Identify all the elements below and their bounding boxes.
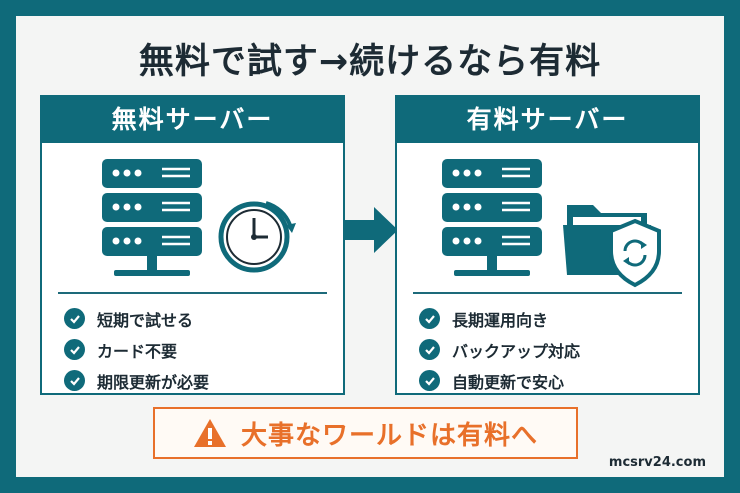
list-item: バックアップ対応: [419, 334, 580, 365]
page-title: 無料で試す→続けるなら有料: [138, 42, 602, 82]
list-item-label: カード不要: [97, 341, 178, 361]
server-icon: [442, 159, 542, 276]
list-item-label: 長期運用向き: [452, 310, 549, 330]
list-item: カード不要: [64, 334, 209, 365]
list-item-label: 自動更新で安心: [452, 372, 565, 392]
list-item: 短期で試せる: [64, 303, 209, 334]
list-item: 期限更新が必要: [64, 365, 209, 396]
server-icon: [102, 159, 202, 276]
shield-sync-icon: [609, 218, 661, 288]
free-server-heading: 無料サーバー: [42, 97, 343, 143]
divider: [413, 292, 682, 294]
list-item-label: バックアップ対応: [452, 341, 581, 361]
free-server-card: 無料サーバー: [40, 95, 345, 395]
clock-icon: [218, 201, 296, 273]
check-icon: [64, 339, 85, 360]
server-clock-illustration: [102, 159, 296, 276]
banner-text: 大事なワールドは有料へ: [240, 420, 538, 451]
right-arrow-icon: [344, 207, 398, 253]
check-icon: [419, 370, 440, 391]
server-backup-illustration: [442, 159, 661, 288]
warning-icon: [193, 419, 226, 447]
check-icon: [419, 339, 440, 360]
paid-server-card: 有料サーバー: [395, 95, 700, 395]
paid-server-heading: 有料サーバー: [397, 97, 698, 143]
paid-feature-list: 長期運用向き バックアップ対応 自動更新で安心: [419, 303, 580, 396]
divider: [58, 292, 327, 294]
check-icon: [419, 308, 440, 329]
list-item: 長期運用向き: [419, 303, 580, 334]
free-feature-list: 短期で試せる カード不要 期限更新が必要: [64, 303, 209, 396]
check-icon: [64, 370, 85, 391]
list-item: 自動更新で安心: [419, 365, 580, 396]
site-url: mcsrv24.com: [608, 455, 706, 470]
check-icon: [64, 308, 85, 329]
list-item-label: 期限更新が必要: [97, 372, 210, 392]
list-item-label: 短期で試せる: [97, 310, 194, 330]
warning-banner: 大事なワールドは有料へ: [153, 407, 578, 459]
